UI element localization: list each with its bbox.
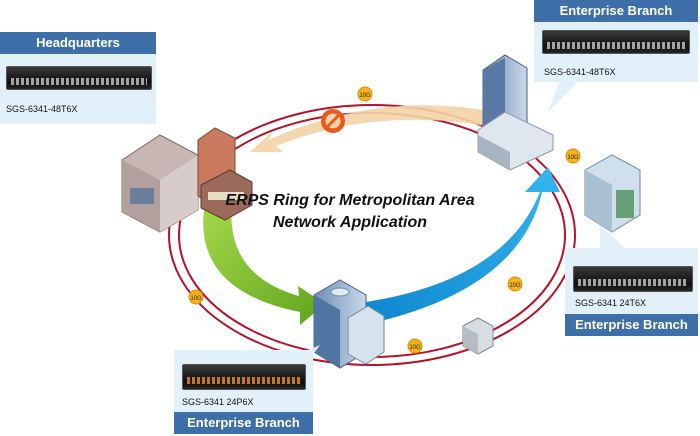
enterprise-branch-callout-bottom: SGS-6341 24P6X Enterprise Branch bbox=[174, 350, 313, 434]
callout-pointer bbox=[600, 225, 625, 248]
switch-model: SGS-6341-48T6X bbox=[544, 67, 616, 77]
link-badge-label: 10G bbox=[190, 296, 202, 302]
switch-ports bbox=[187, 377, 301, 384]
link-badge-label: 10G bbox=[359, 93, 371, 99]
switch-model: SGS-6341-48T6X bbox=[6, 104, 78, 114]
link-badge: 10G bbox=[565, 148, 581, 164]
callout-panel: SGS-6341-48T6X bbox=[534, 22, 698, 82]
link-badge: 10G bbox=[188, 289, 204, 305]
block-icon bbox=[321, 109, 345, 133]
branch-building-icon bbox=[584, 154, 641, 233]
small-building-icon bbox=[462, 317, 494, 355]
center-office-building-icon bbox=[313, 279, 385, 369]
site-label: Enterprise Branch bbox=[174, 412, 313, 434]
site-label: Headquarters bbox=[0, 32, 156, 54]
link-badge-label: 10G bbox=[567, 155, 579, 161]
switch-ports bbox=[11, 78, 147, 85]
callout-panel: SGS-6341-48T6X bbox=[0, 54, 156, 124]
enterprise-branch-callout-top: Enterprise Branch SGS-6341-48T6X bbox=[534, 0, 698, 82]
enterprise-branch-callout-right: SGS-6341 24T6X Enterprise Branch bbox=[565, 248, 698, 336]
site-label: Enterprise Branch bbox=[534, 0, 698, 22]
switch-icon bbox=[573, 266, 693, 292]
headquarters-building-icon bbox=[121, 127, 253, 233]
blue-flow-arrow bbox=[366, 167, 560, 324]
callout-panel: SGS-6341 24P6X bbox=[174, 350, 313, 412]
switch-model: SGS-6341 24T6X bbox=[575, 298, 647, 308]
switch-model: SGS-6341 24P6X bbox=[182, 397, 254, 407]
switch-ports bbox=[578, 279, 688, 286]
link-badge-label: 10G bbox=[409, 345, 421, 351]
switch-icon bbox=[6, 66, 152, 90]
headquarters-callout: Headquarters SGS-6341-48T6X bbox=[0, 32, 156, 124]
switch-icon bbox=[182, 364, 306, 390]
link-badge: 10G bbox=[357, 86, 373, 102]
switch-ports bbox=[547, 42, 685, 49]
site-label: Enterprise Branch bbox=[565, 314, 698, 336]
office-tower-icon bbox=[477, 54, 554, 171]
link-badge: 10G bbox=[407, 338, 423, 354]
ring-outer-line bbox=[168, 104, 576, 366]
callout-panel: SGS-6341 24T6X bbox=[565, 248, 698, 314]
callout-pointer bbox=[548, 80, 580, 112]
switch-icon bbox=[542, 30, 690, 54]
link-badge: 10G bbox=[507, 276, 523, 292]
diagram-title-line-1: ERPS Ring for Metropolitan Area bbox=[225, 192, 475, 209]
link-badge-label: 10G bbox=[509, 283, 521, 289]
blocked-path-arrow bbox=[250, 105, 497, 152]
diagram-title-line-2: Network Application bbox=[272, 214, 428, 231]
